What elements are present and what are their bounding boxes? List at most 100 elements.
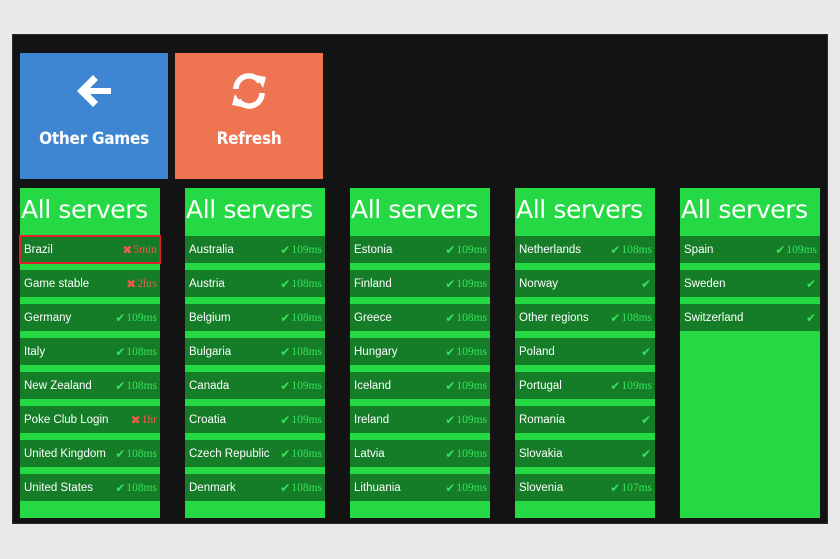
server-name: Australia — [189, 243, 234, 256]
server-row[interactable]: Poland✔ — [515, 338, 655, 365]
server-row[interactable]: Croatia✔109ms — [185, 406, 325, 433]
server-row[interactable]: Game stable ✖2hrs — [20, 270, 160, 297]
server-name: Estonia — [354, 243, 393, 256]
server-row[interactable]: Bulgaria✔108ms — [185, 338, 325, 365]
server-row[interactable]: Brazil✖5min — [19, 235, 161, 264]
other-games-button[interactable]: Other Games — [20, 53, 168, 179]
server-status: ✔109ms — [445, 482, 487, 494]
server-status: ✔108ms — [280, 312, 322, 324]
server-name: Greece — [354, 311, 392, 324]
server-name: Game stable — [24, 277, 90, 290]
refresh-button[interactable]: Refresh — [175, 53, 323, 179]
server-row[interactable]: Austria✔108ms — [185, 270, 325, 297]
server-status: ✔109ms — [115, 312, 157, 324]
server-row[interactable]: Denmark✔108ms — [185, 474, 325, 501]
server-row[interactable]: Other regions ✔108ms — [515, 304, 655, 331]
server-row[interactable]: Italy ✔108ms — [20, 338, 160, 365]
server-status: ✔108ms — [115, 380, 157, 392]
server-row[interactable]: Slovakia ✔ — [515, 440, 655, 467]
server-name: Austria — [189, 277, 225, 290]
server-ping: 109ms — [126, 311, 157, 324]
check-icon: ✔ — [805, 276, 816, 291]
server-row[interactable]: Spain✔109ms — [680, 236, 820, 263]
server-name: Latvia — [354, 447, 385, 460]
server-name: Belgium — [189, 311, 231, 324]
server-name: Other regions — [519, 311, 589, 324]
server-ping: 108ms — [126, 447, 157, 460]
server-status: ✔109ms — [445, 346, 487, 358]
server-row[interactable]: Portugal✔109ms — [515, 372, 655, 399]
server-status: ✔108ms — [115, 346, 157, 358]
server-row[interactable]: Finland✔109ms — [350, 270, 490, 297]
server-row[interactable]: Norway✔ — [515, 270, 655, 297]
server-status: ✔ — [641, 278, 652, 290]
server-ping: 108ms — [126, 345, 157, 358]
server-row[interactable]: Poke Club Login ✖1hr — [20, 406, 160, 433]
server-status: ✔109ms — [280, 414, 322, 426]
server-status: ✔108ms — [280, 346, 322, 358]
column-title: All servers — [516, 195, 643, 224]
server-status: ✔108ms — [610, 244, 652, 256]
check-icon: ✔ — [115, 480, 126, 495]
server-ping: 108ms — [621, 243, 652, 256]
server-ping: 109ms — [291, 413, 322, 426]
server-row[interactable]: Germany ✔109ms — [20, 304, 160, 331]
server-status: ✔108ms — [610, 312, 652, 324]
server-name: Poke Club Login — [24, 413, 109, 426]
server-row[interactable]: Switzerland✔ — [680, 304, 820, 331]
server-status: ✔109ms — [445, 278, 487, 290]
server-row[interactable]: Australia✔109ms — [185, 236, 325, 263]
check-icon: ✔ — [610, 480, 621, 495]
server-row[interactable]: United States✔108ms — [20, 474, 160, 501]
server-row[interactable]: Netherlands✔108ms — [515, 236, 655, 263]
check-icon: ✔ — [280, 276, 291, 291]
column-title: All servers — [21, 195, 148, 224]
cross-icon: ✖ — [122, 242, 133, 257]
server-ping: 108ms — [456, 311, 487, 324]
check-icon: ✔ — [445, 242, 456, 257]
server-name: Czech Republic — [189, 447, 270, 460]
cross-icon: ✖ — [130, 412, 141, 427]
server-row[interactable]: Canada ✔109ms — [185, 372, 325, 399]
check-icon: ✔ — [280, 446, 291, 461]
server-status: ✔109ms — [280, 380, 322, 392]
server-row[interactable]: Lithuania✔109ms — [350, 474, 490, 501]
server-row[interactable]: Belgium ✔108ms — [185, 304, 325, 331]
server-status: ✔ — [641, 414, 652, 426]
server-name: Canada — [189, 379, 230, 392]
server-row[interactable]: Sweden✔ — [680, 270, 820, 297]
check-icon: ✔ — [115, 446, 126, 461]
server-row[interactable]: United Kingdom✔108ms — [20, 440, 160, 467]
server-name: Slovakia — [519, 447, 563, 460]
server-row[interactable]: Hungary✔109ms — [350, 338, 490, 365]
server-row[interactable]: Ireland✔109ms — [350, 406, 490, 433]
server-row[interactable]: Greece✔108ms — [350, 304, 490, 331]
server-row[interactable]: Latvia ✔109ms — [350, 440, 490, 467]
server-ping: 2hrs — [137, 277, 157, 290]
server-name: Germany — [24, 311, 72, 324]
server-row[interactable]: Romania✔ — [515, 406, 655, 433]
server-status: ✔ — [641, 448, 652, 460]
check-icon: ✔ — [805, 310, 816, 325]
server-row[interactable]: New Zealand✔108ms — [20, 372, 160, 399]
server-row[interactable]: Estonia✔109ms — [350, 236, 490, 263]
other-games-label: Other Games — [39, 129, 149, 149]
server-row[interactable]: Slovenia✔107ms — [515, 474, 655, 501]
server-ping: 1hr — [141, 413, 157, 426]
check-icon: ✔ — [445, 344, 456, 359]
server-status: ✔108ms — [115, 482, 157, 494]
column-title: All servers — [351, 195, 478, 224]
server-status: ✔109ms — [445, 448, 487, 460]
server-name: Ireland — [354, 413, 390, 426]
server-name: Italy — [24, 345, 46, 358]
server-ping: 109ms — [291, 379, 322, 392]
server-row[interactable]: Iceland✔109ms — [350, 372, 490, 399]
server-status: ✖2hrs — [126, 278, 157, 290]
server-row[interactable]: Czech Republic✔108ms — [185, 440, 325, 467]
